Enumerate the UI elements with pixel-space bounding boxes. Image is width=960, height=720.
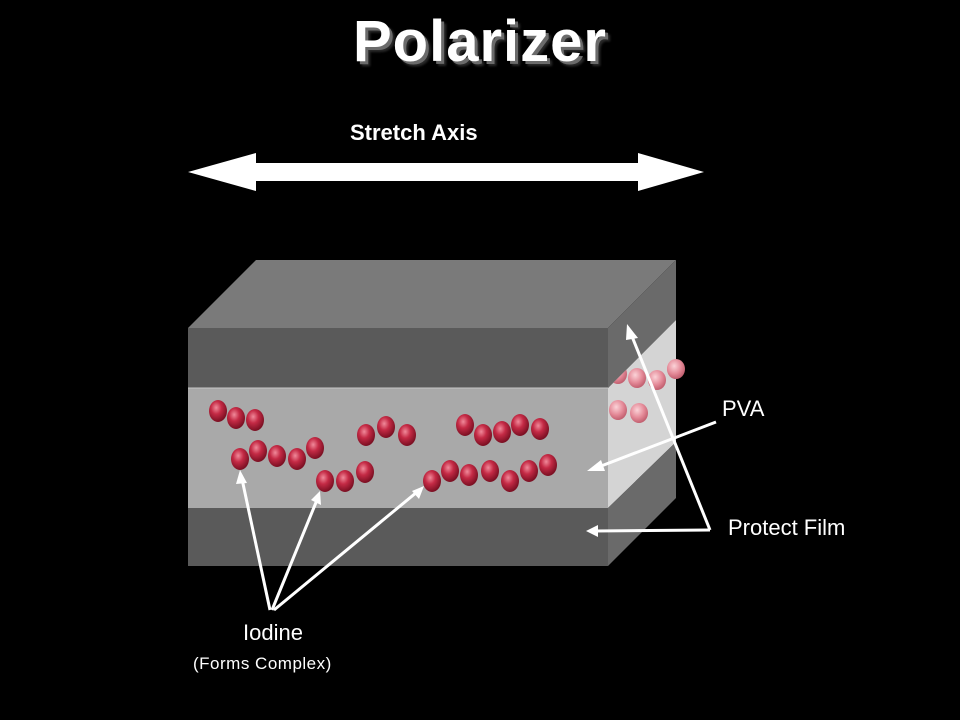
iodine-label: Iodine	[243, 620, 303, 645]
iodine-chain	[231, 437, 324, 470]
protect-film-label: Protect Film	[728, 515, 846, 540]
page-title: Polarizer	[353, 9, 607, 74]
iodine-chain	[456, 414, 549, 446]
iodine-chain	[357, 416, 416, 446]
iodine-chain	[423, 454, 557, 492]
iodine-complexes-front	[209, 400, 557, 492]
pva-pointer-arrow	[587, 420, 717, 471]
stretch-axis-label: Stretch Axis	[350, 120, 478, 145]
iodine-sublabel: (Forms Complex)	[193, 654, 332, 673]
iodine-pointer-arrows	[236, 470, 424, 612]
iodine-chain	[209, 400, 264, 431]
stretch-axis-arrow	[188, 153, 704, 191]
pva-label: PVA	[722, 396, 765, 421]
iodine-chain	[316, 461, 374, 492]
protect-film-top-layer	[188, 260, 676, 388]
iodine-side-overflow	[667, 359, 685, 379]
protect-film-pointer-arrows	[586, 324, 712, 537]
